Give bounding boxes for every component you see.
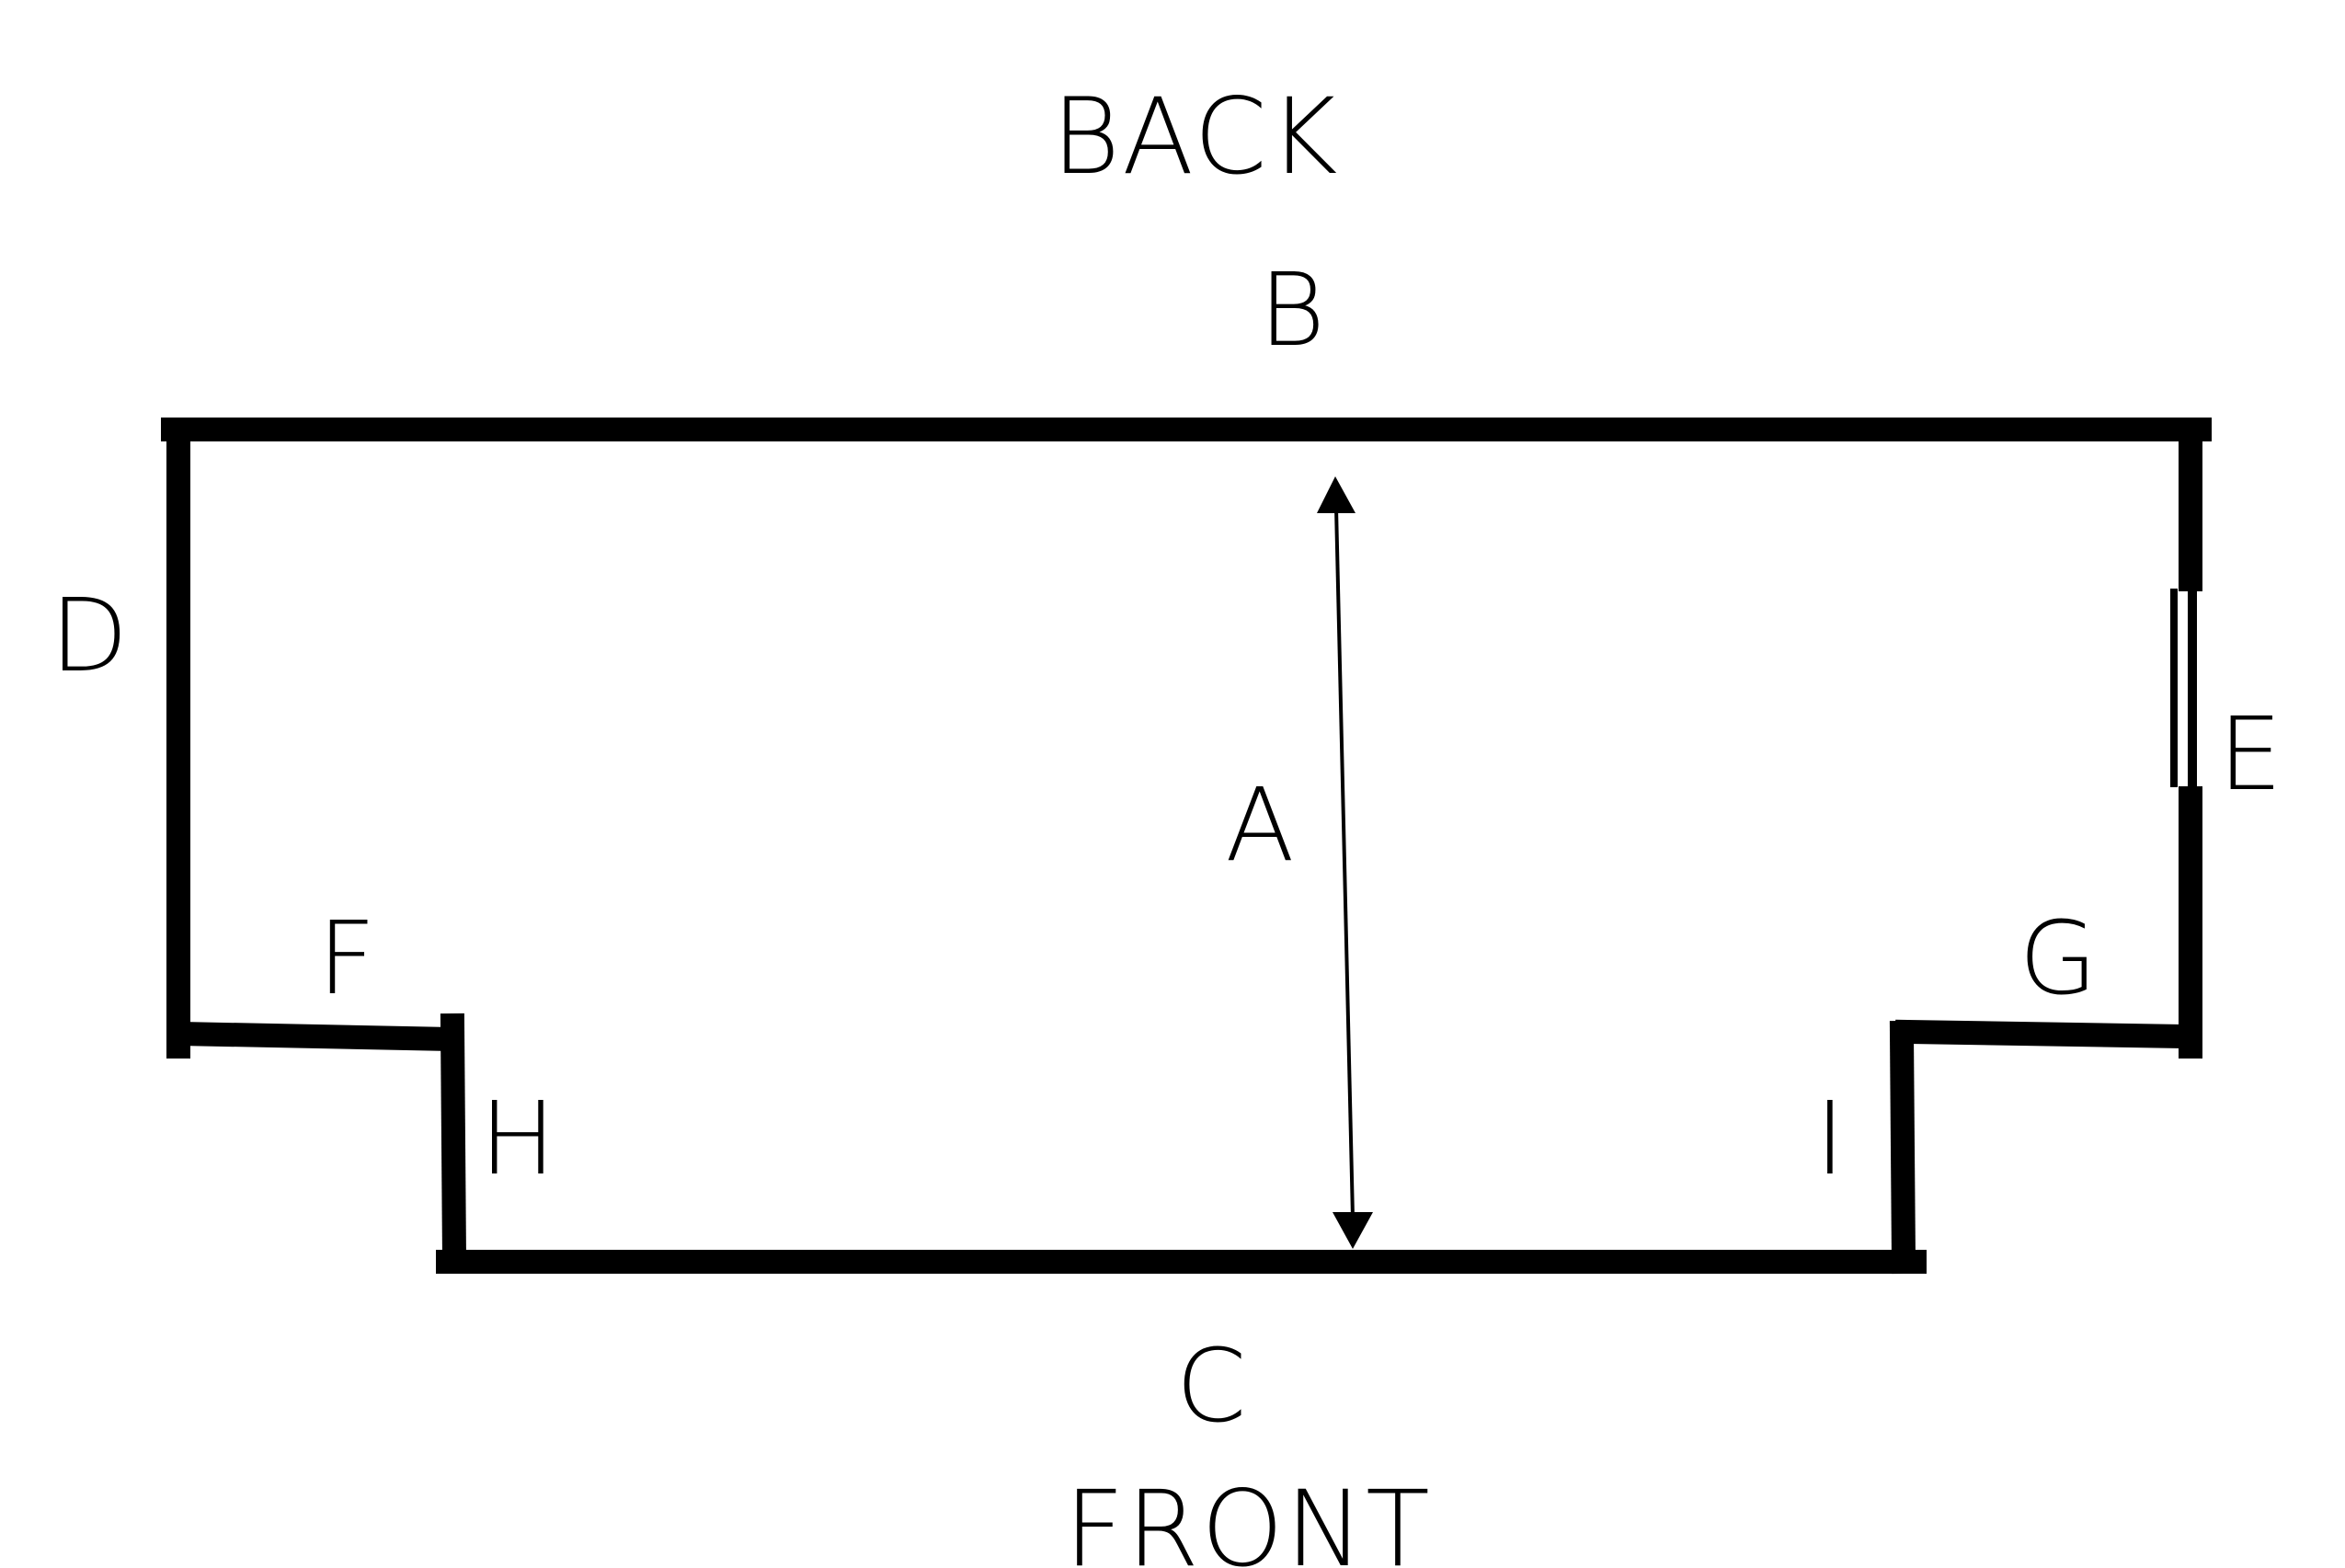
wall-h	[440, 1013, 467, 1273]
wall-f	[167, 1021, 463, 1052]
wall-g	[1894, 1019, 2198, 1049]
label-b: B	[1259, 251, 1325, 369]
arrow-up-icon	[1317, 476, 1356, 513]
label-g: G	[2019, 899, 2097, 1017]
wall-i	[1889, 1020, 1916, 1275]
label-d: D	[51, 577, 129, 694]
label-a: A	[1225, 766, 1294, 884]
label-f: F	[317, 899, 375, 1017]
front-label: FRONT	[1064, 1468, 1431, 1568]
label-h: H	[480, 1080, 556, 1197]
arrow-down-icon	[1333, 1212, 1373, 1249]
room-outline	[161, 418, 2212, 1275]
label-c: C	[1176, 1327, 1247, 1445]
label-i: I	[1815, 1080, 1845, 1197]
back-label: BACK	[1052, 75, 1340, 198]
measurement-line	[1334, 507, 1355, 1219]
depth-measurement	[1317, 476, 1373, 1249]
label-e: E	[2218, 695, 2282, 813]
